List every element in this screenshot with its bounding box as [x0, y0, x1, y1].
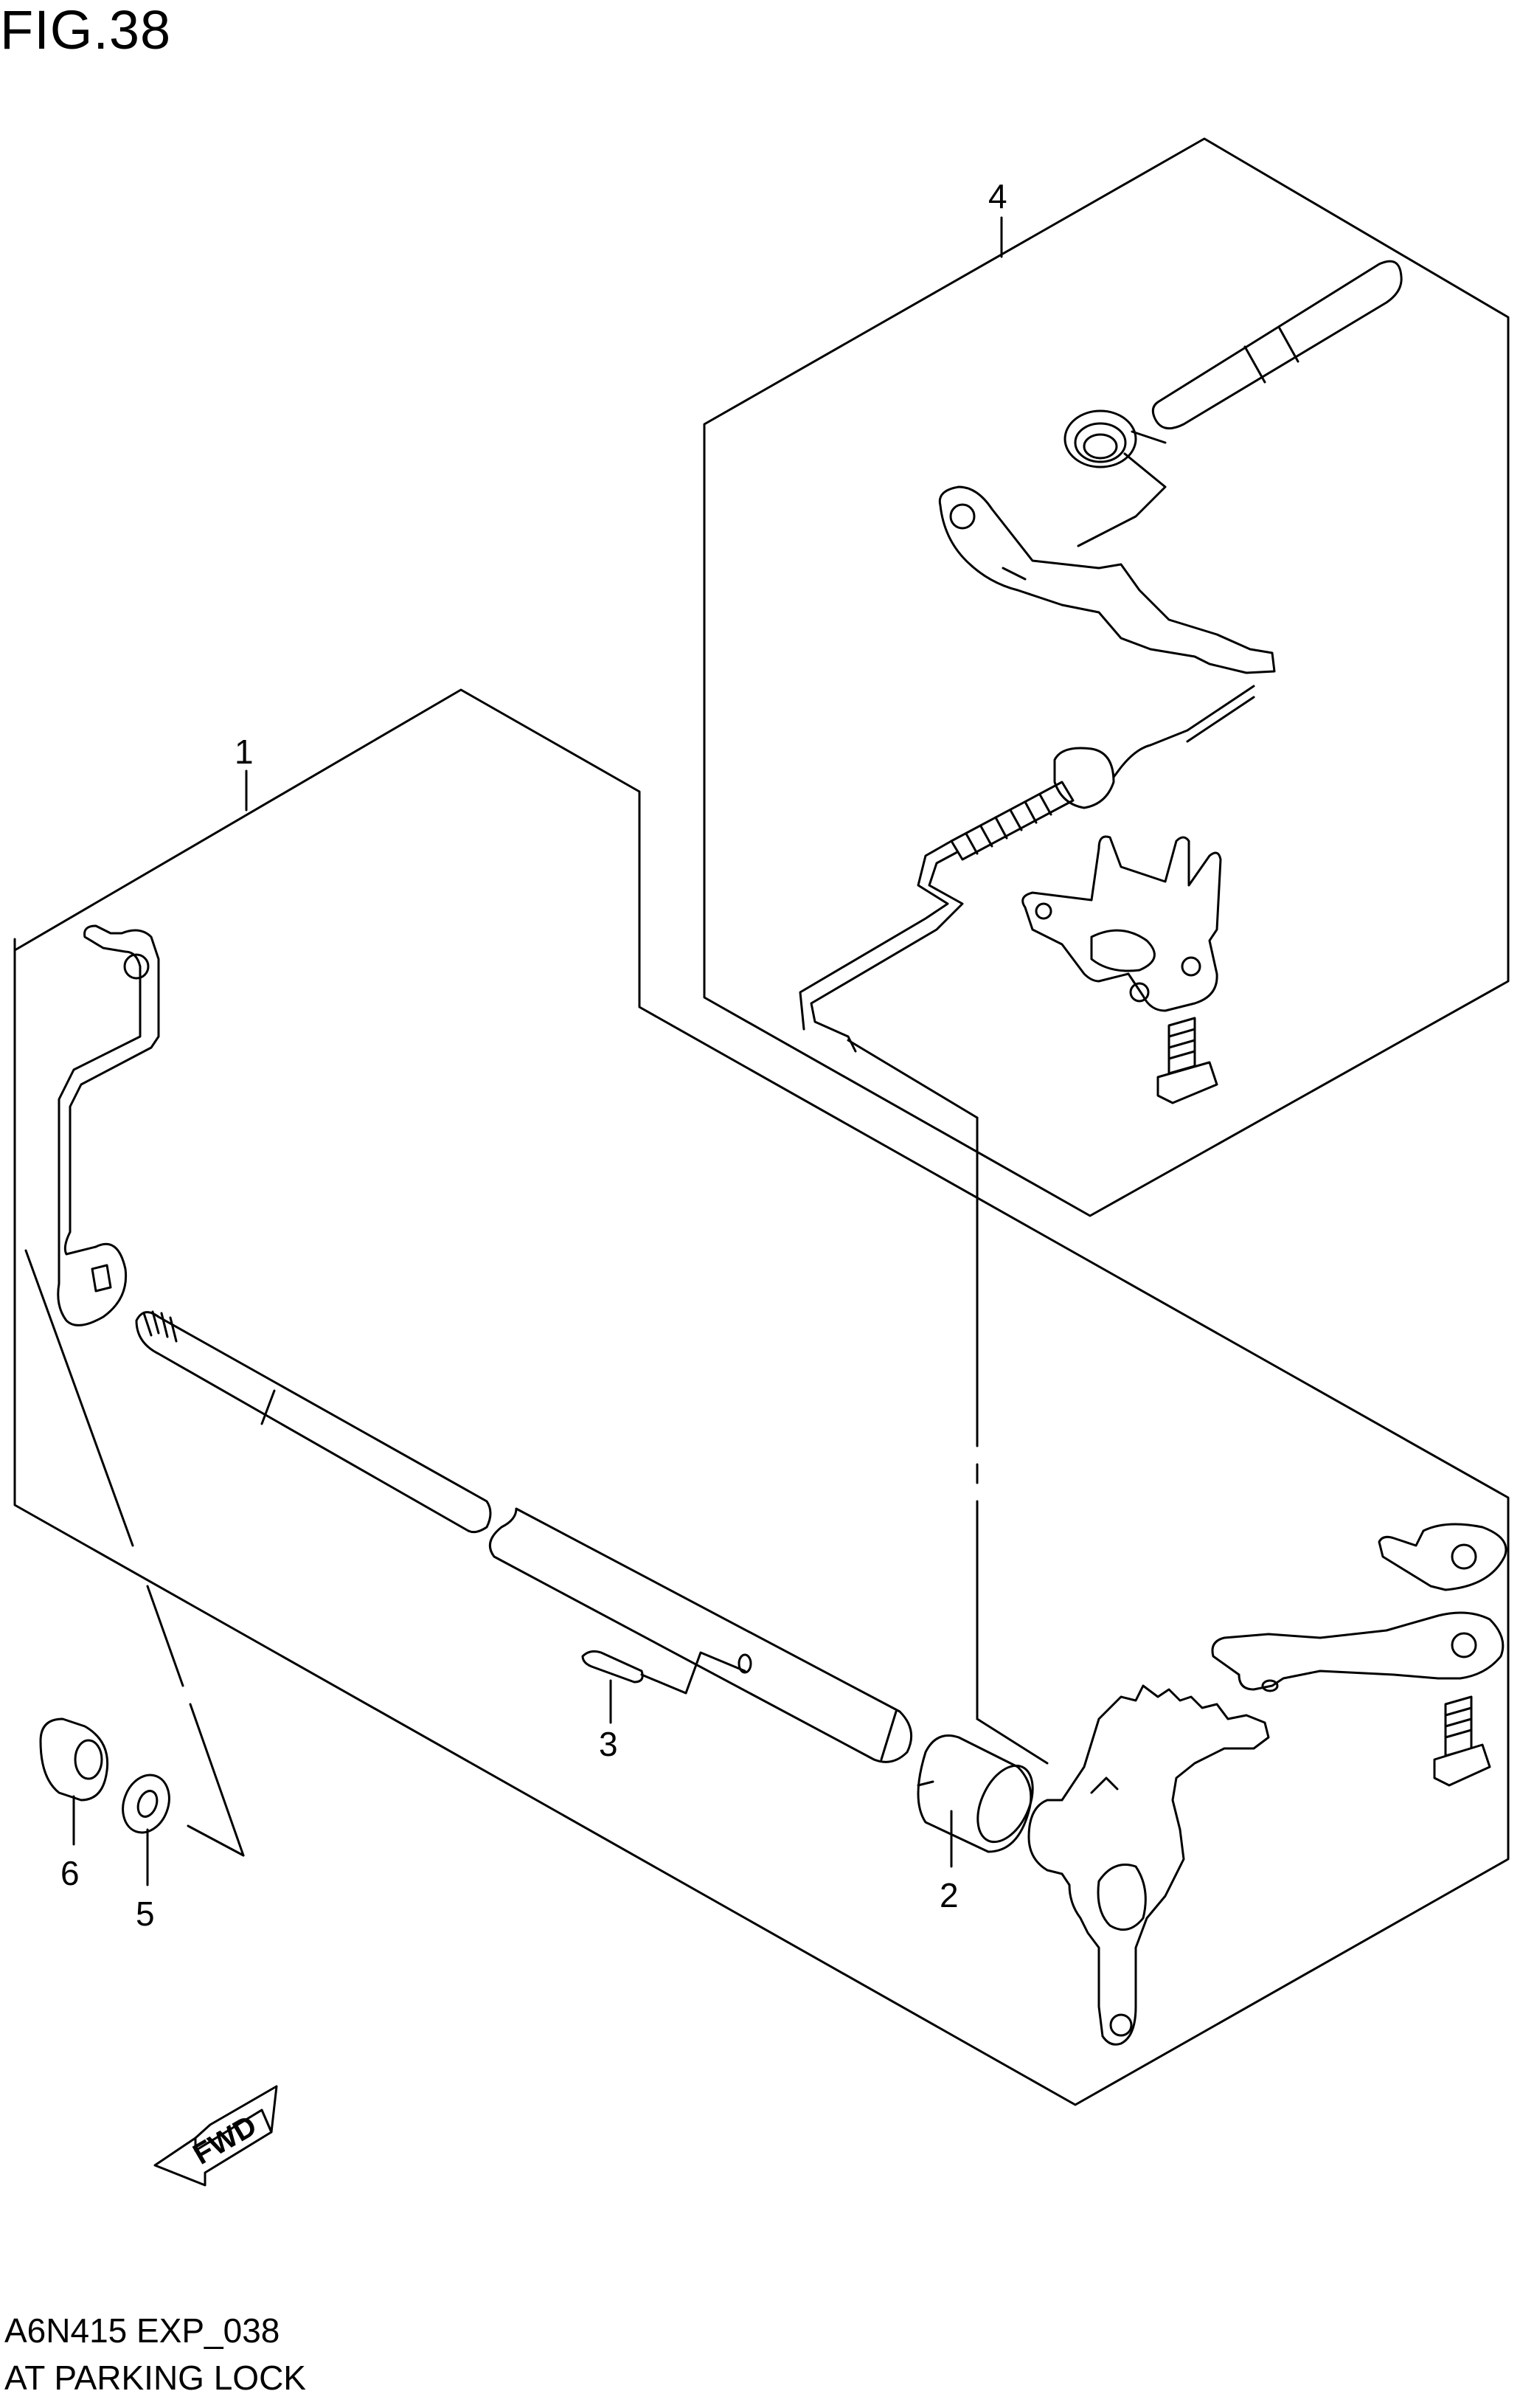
part-4-bracket[interactable]: [1021, 835, 1222, 1012]
part-5-washer[interactable]: [115, 1768, 177, 1839]
figure-title: FIG.38: [0, 0, 172, 60]
part-1-shaft[interactable]: [135, 1310, 913, 1763]
part-3-cotter-pin[interactable]: [581, 1650, 752, 1695]
callout-leaders: [72, 216, 1003, 1886]
part-2-collar[interactable]: [917, 1734, 1044, 1853]
part-1-upper-arm[interactable]: [57, 924, 160, 1326]
fwd-arrow-icon: FWD: [153, 2085, 278, 2187]
callout-6: 6: [60, 1854, 80, 1892]
reference-leader-lines: [24, 1039, 1049, 1857]
callout-4: 4: [988, 177, 1007, 215]
group-4-outline: [703, 137, 1510, 1217]
callout-2: 2: [940, 1876, 959, 1914]
part-4-bolt[interactable]: [1156, 1017, 1218, 1104]
figure-name: AT PARKING LOCK: [4, 2359, 306, 2397]
callout-1: 1: [235, 733, 254, 771]
part-4-lever[interactable]: [938, 485, 1276, 674]
group-1-outline-body: [13, 688, 1510, 2106]
part-1-bolt[interactable]: [1433, 1695, 1491, 1787]
shaft-threaded-end: [142, 1310, 178, 1343]
callout-3: 3: [599, 1725, 618, 1763]
part-1-bracket-upper-right[interactable]: [1378, 1523, 1507, 1591]
figure-code: A6N415 EXP_038: [4, 2311, 280, 2350]
part-6-nut[interactable]: [39, 1717, 109, 1802]
part-1-lower-lever[interactable]: [1027, 1684, 1270, 2046]
compression-spring: [950, 781, 1075, 861]
callout-5: 5: [136, 1895, 155, 1933]
part-4-pin[interactable]: [1151, 260, 1403, 430]
part-1-link-plate[interactable]: [1211, 1611, 1505, 1692]
part-4-rod-with-spring[interactable]: [799, 685, 1255, 1053]
part-4-torsion-spring[interactable]: [1063, 409, 1167, 547]
